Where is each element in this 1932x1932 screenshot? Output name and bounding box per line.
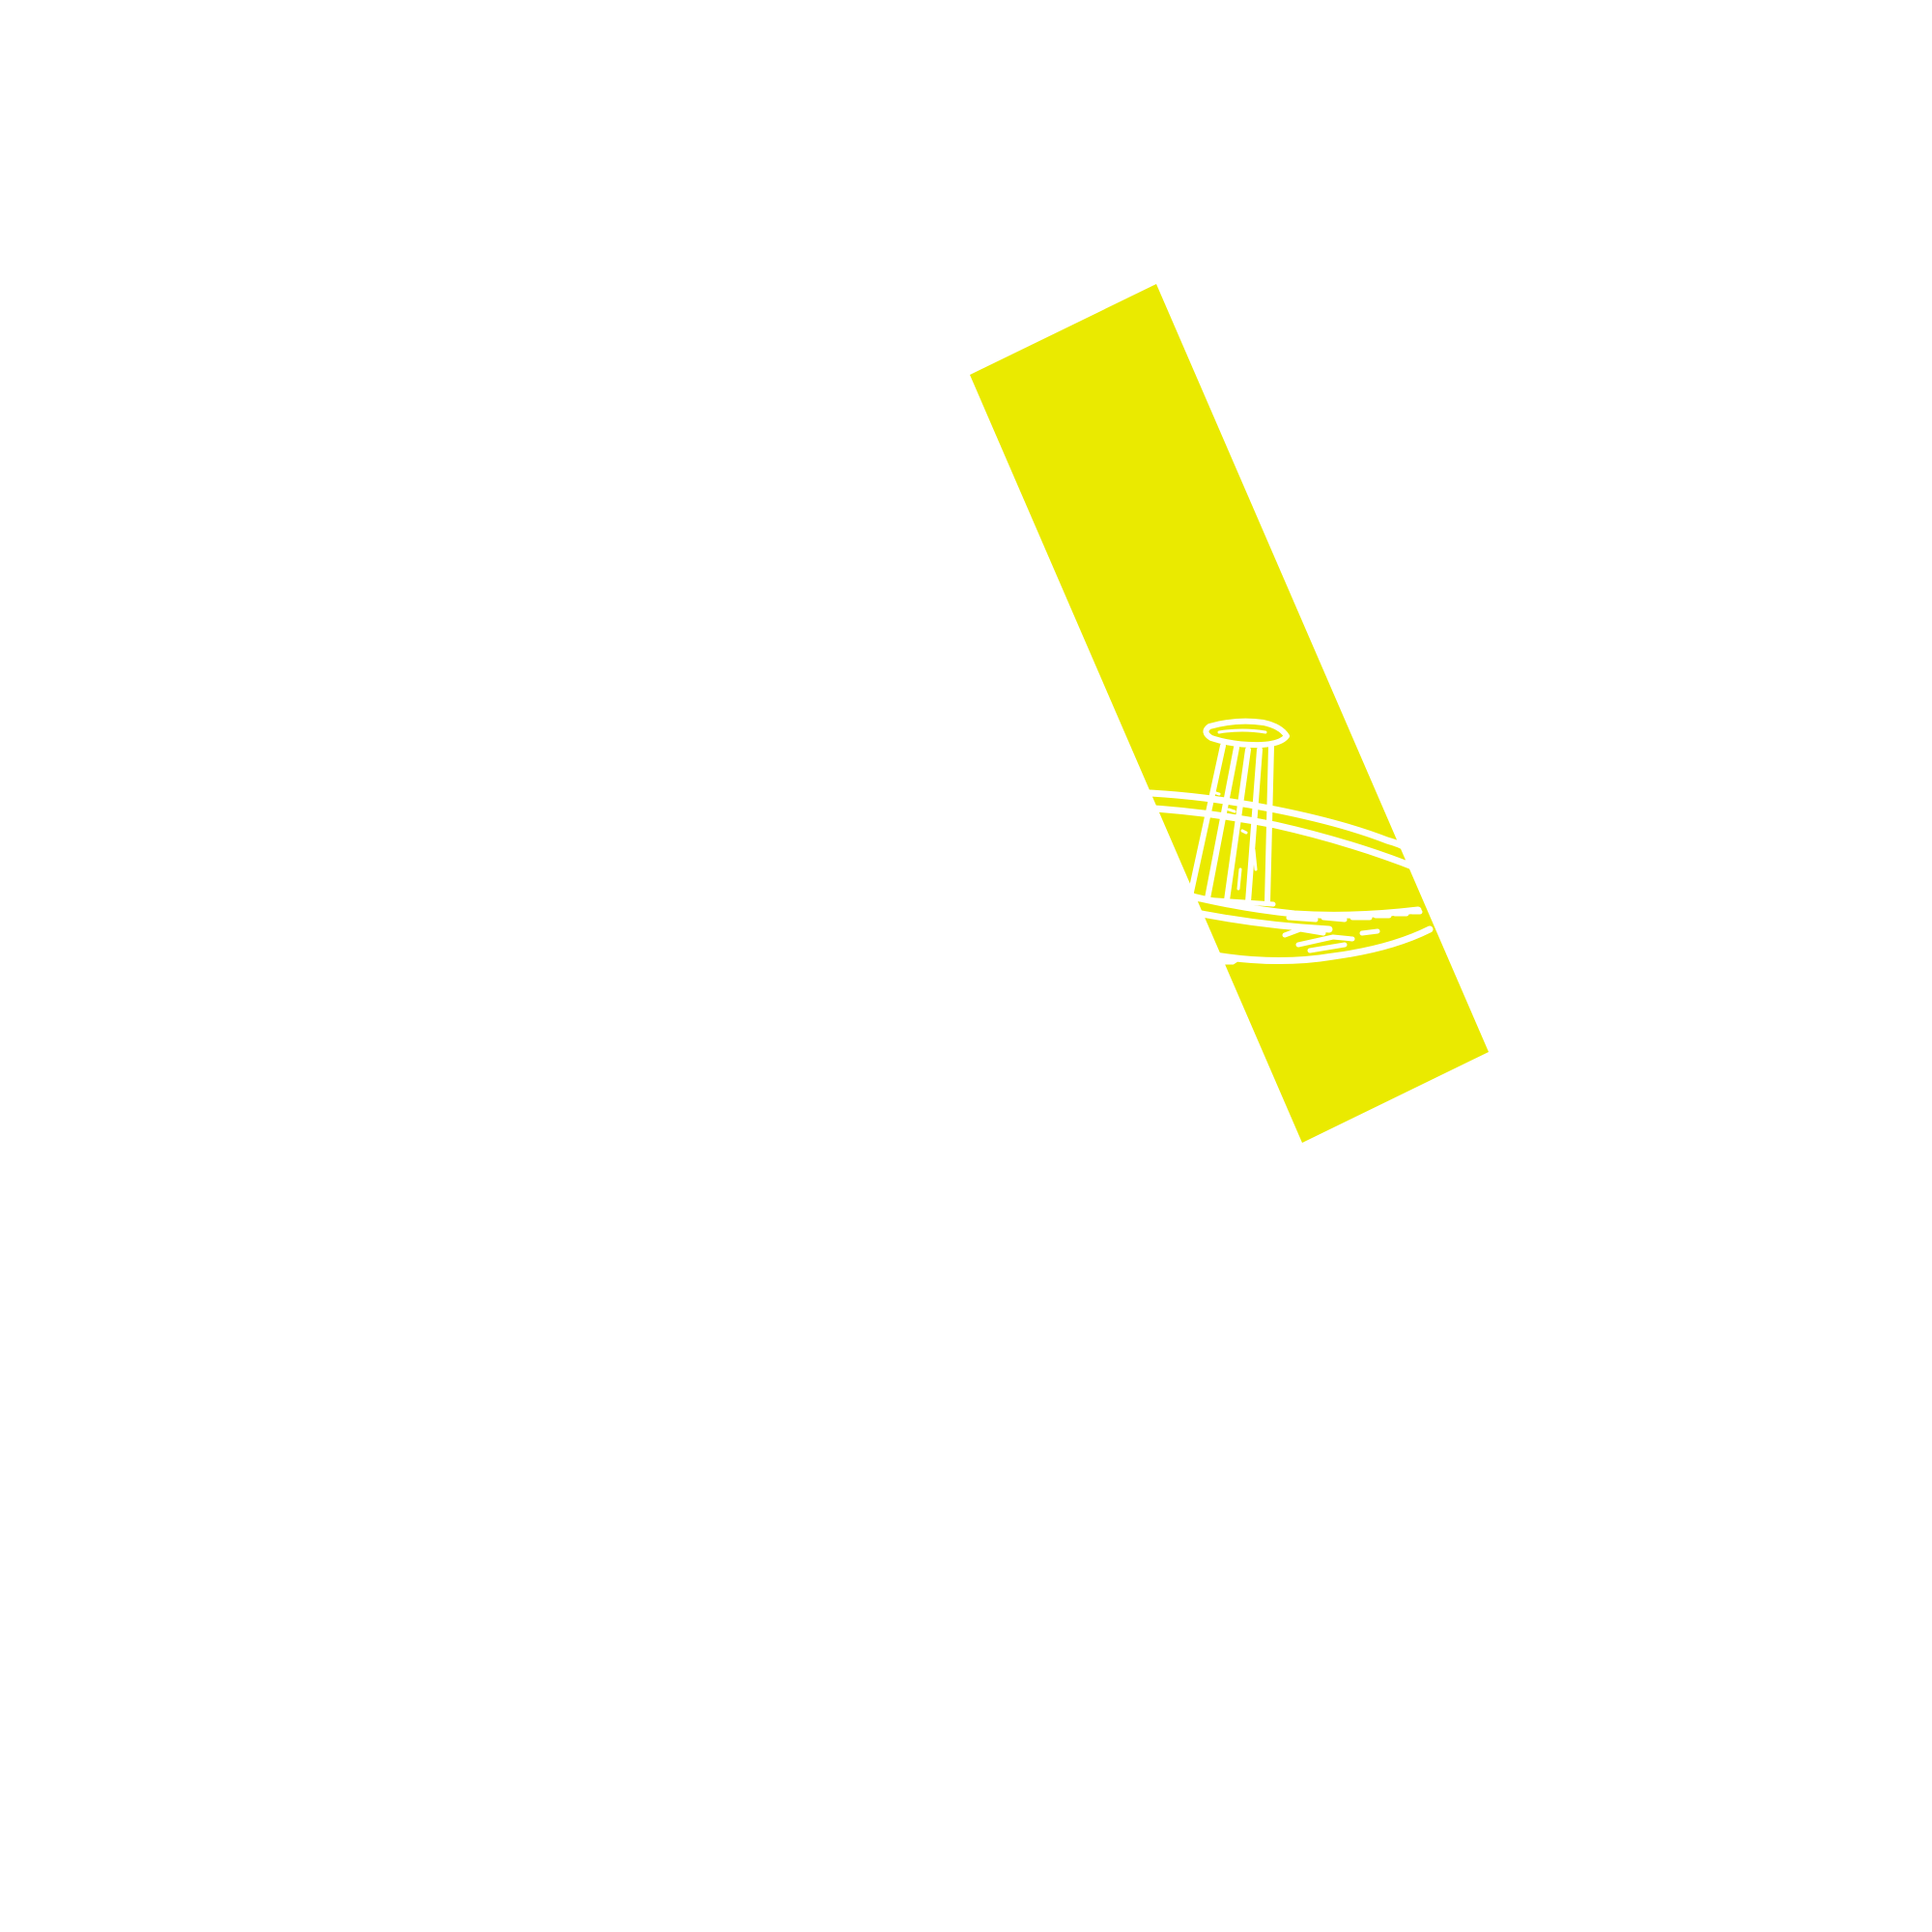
bridge-pylon-line-art <box>1124 718 1434 965</box>
bridge-abutment <box>1210 926 1380 965</box>
pylon-cap <box>1203 718 1290 749</box>
pylon-details <box>1211 790 1258 891</box>
yellow-band <box>970 284 1489 1143</box>
main-cables <box>1124 788 1424 873</box>
deck-railing <box>1286 909 1423 923</box>
